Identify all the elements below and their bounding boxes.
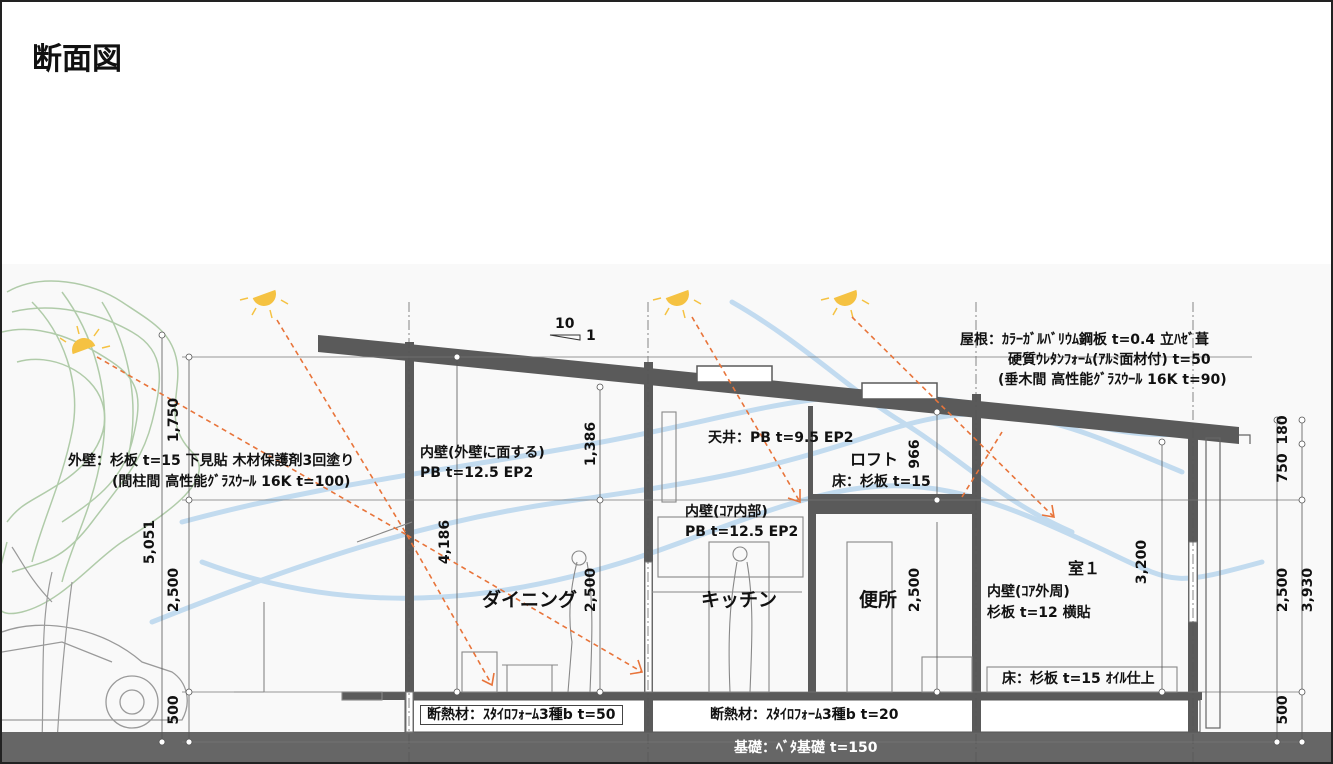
slope-rise: 1 bbox=[586, 328, 596, 344]
loft-floor-spec: 床：杉板 t=15 bbox=[832, 474, 931, 490]
sun-rays bbox=[96, 316, 1055, 686]
core-int-1: 内壁(ｺｱ内部) bbox=[685, 504, 768, 520]
ceiling-spec: 天井：PB t=9.5 EP2 bbox=[708, 430, 854, 446]
foundation-spec: 基礎：ﾍﾞﾀ基礎 t=150 bbox=[734, 740, 878, 756]
dim-3200: 3,200 bbox=[1134, 539, 1150, 585]
dim-right-2500: 2,500 bbox=[1275, 567, 1291, 613]
core-out-1: 内壁(ｺｱ外周) bbox=[987, 584, 1070, 600]
skylights bbox=[696, 365, 938, 400]
dim-2500-a: 2,500 bbox=[583, 567, 599, 613]
interior-furniture bbox=[234, 411, 1178, 701]
sun-icons bbox=[59, 289, 870, 355]
sun-ray-arrowheads bbox=[481, 489, 1055, 687]
sun-icon bbox=[59, 325, 111, 355]
insulation-spec-2: 断熱材：ｽﾀｲﾛﾌｫｰﾑ3種b t=20 bbox=[710, 707, 899, 723]
room-kitchen: キッチン bbox=[701, 589, 778, 611]
roof bbox=[318, 335, 1239, 444]
dim-right-750: 750 bbox=[1275, 453, 1291, 483]
slope-run: 10 bbox=[555, 316, 575, 332]
roof-spec-2: 硬質ｳﾚﾀﾝﾌｫｰﾑ(ｱﾙﾐ面材付) t=50 bbox=[1008, 352, 1211, 368]
room-toilet: 便所 bbox=[859, 589, 898, 611]
roof-spec-3: (垂木間 高性能ｸﾞﾗｽｳｰﾙ 16K t=90) bbox=[998, 372, 1227, 388]
tree-illustration bbox=[2, 280, 201, 615]
sun-icon bbox=[239, 289, 289, 319]
foundation-slab bbox=[2, 732, 1331, 762]
core-out-2: 杉板 t=12 横貼 bbox=[987, 605, 1091, 621]
dim-left-2500: 2,500 bbox=[166, 567, 182, 613]
dimension-ticks bbox=[158, 331, 1306, 746]
dim-left-500: 500 bbox=[166, 695, 182, 725]
room-dining: ダイニング bbox=[482, 589, 578, 611]
dim-left-5051: 5,051 bbox=[142, 519, 158, 565]
dim-right-3930: 3,930 bbox=[1300, 567, 1316, 613]
dim-1386: 1,386 bbox=[583, 421, 599, 467]
dim-2500-b: 2,500 bbox=[907, 567, 923, 613]
ext-wall-spec-1: 外壁：杉板 t=15 下見貼 木材保護剤3回塗り bbox=[68, 453, 355, 469]
dimension-lines bbox=[161, 335, 1303, 742]
insulation-spec-1: 断熱材：ｽﾀｲﾛﾌｫｰﾑ3種b t=50 bbox=[420, 705, 623, 726]
dim-left-1750: 1,750 bbox=[166, 397, 182, 443]
int-wall-ext-2: PB t=12.5 EP2 bbox=[420, 465, 534, 481]
core-int-2: PB t=12.5 EP2 bbox=[685, 524, 799, 540]
car-illustration bbox=[2, 624, 188, 729]
floor-slab bbox=[342, 692, 1202, 700]
loft-label: ロフト bbox=[850, 450, 899, 469]
downspout bbox=[1205, 434, 1251, 729]
sun-icon bbox=[652, 289, 702, 319]
sketch-background bbox=[2, 264, 1331, 732]
ext-wall-spec-2: (間柱間 高性能ｸﾞﾗｽｳｰﾙ 16K t=100) bbox=[112, 474, 351, 490]
grid-lines bbox=[408, 302, 1194, 762]
int-wall-ext-1: 内壁(外壁に面する) bbox=[420, 445, 545, 461]
slope-marker bbox=[549, 334, 581, 341]
dim-966: 966 bbox=[907, 439, 923, 469]
room-1: 室１ bbox=[1068, 559, 1101, 578]
page-title: 断面図 bbox=[32, 42, 122, 77]
dim-4186: 4,186 bbox=[437, 519, 453, 565]
dim-right-500: 500 bbox=[1275, 695, 1291, 725]
floor-spec: 床：杉板 t=15 ｵｲﾙ仕上 bbox=[1002, 671, 1155, 687]
roof-spec-1: 屋根：ｶﾗｰｶﾞﾙﾊﾞﾘｳﾑ鋼板 t=0.4 立ﾊｾﾞ葺 bbox=[960, 332, 1209, 348]
